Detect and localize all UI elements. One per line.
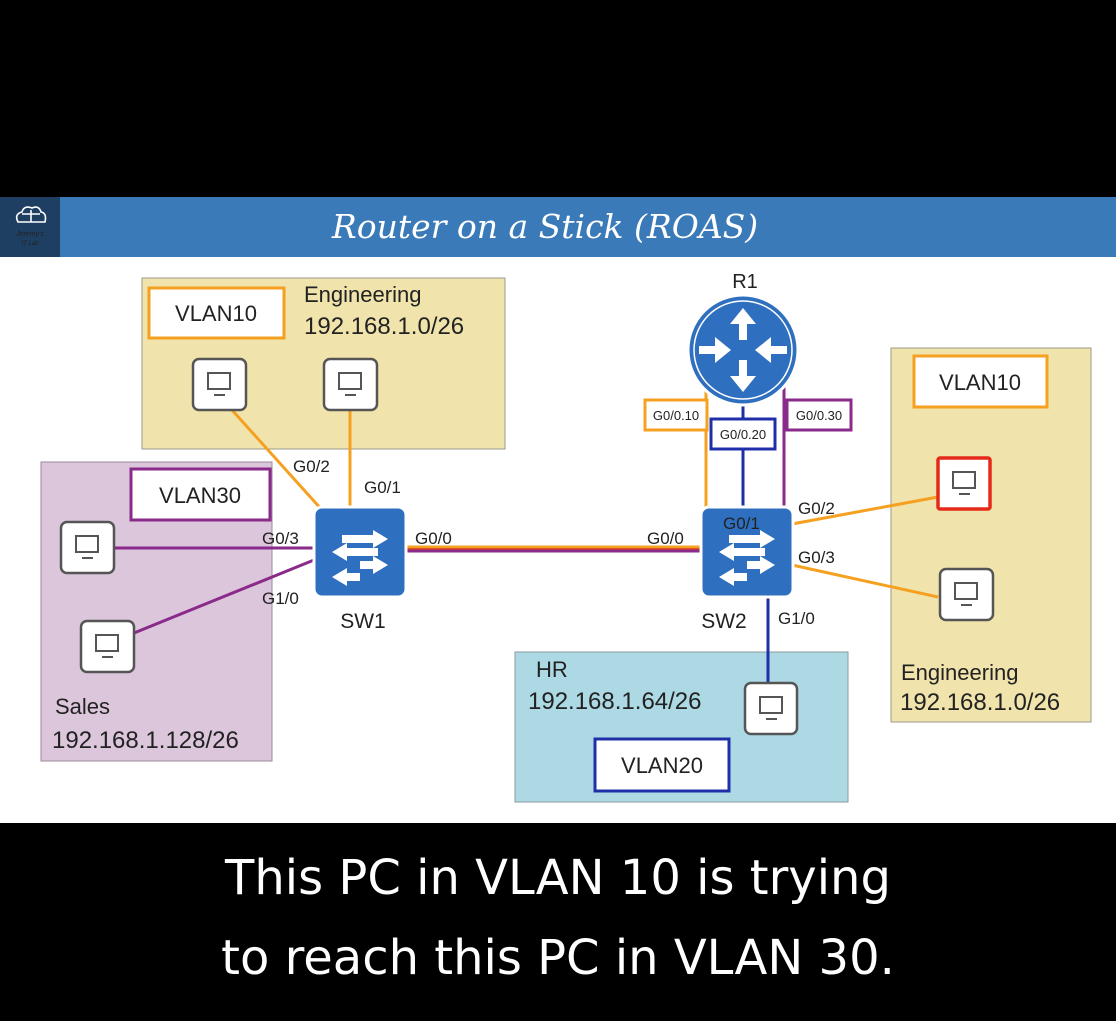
vlan10-label-right: VLAN10	[939, 370, 1021, 395]
pc-hr[interactable]	[743, 681, 799, 736]
router-r1[interactable]	[686, 293, 800, 407]
router-icon	[686, 293, 800, 407]
pc-eng-left-2[interactable]	[322, 357, 379, 412]
port-sw1-g10: G1/0	[262, 589, 299, 608]
pc-eng-right-1-highlighted[interactable]	[936, 456, 992, 511]
sales-subnet: 192.168.1.128/26	[52, 727, 239, 754]
port-sw2-g10: G1/0	[778, 609, 815, 628]
links	[113, 382, 939, 684]
vlan20-label: VLAN20	[621, 753, 703, 778]
pc-icon	[79, 619, 136, 674]
sales-name: Sales	[55, 694, 110, 719]
logo-line2: IT Lab	[21, 241, 39, 247]
subif-vlan10-box	[643, 398, 709, 432]
port-sw1-g02: G0/2	[293, 457, 330, 476]
port-sw2-g03: G0/3	[798, 548, 835, 567]
r1-label: R1	[732, 271, 758, 293]
subif-vlan30-label: G0/0.30	[796, 408, 842, 423]
pc-sales-2[interactable]	[79, 619, 136, 674]
vlan30-box	[129, 467, 272, 522]
subif-vlan20-label: G0/0.20	[720, 427, 766, 442]
slide-title: Router on a Stick (ROAS)	[331, 207, 758, 246]
eng-right-name: Engineering	[901, 660, 1018, 685]
logo-box	[0, 197, 60, 257]
link-eng-pc1-sw1	[230, 408, 324, 512]
pc-sales-1[interactable]	[59, 520, 116, 575]
pc-icon	[191, 357, 248, 412]
eng-left-name: Engineering	[304, 282, 421, 307]
cloud-network-icon	[15, 206, 47, 223]
link-sw2-eng-pc2	[791, 563, 939, 599]
caption-line2: to reach this PC in VLAN 30.	[221, 930, 895, 986]
port-sw1-g00: G0/0	[415, 529, 452, 548]
logo-line1: Jeremy's	[15, 231, 44, 238]
hr-name: HR	[536, 657, 568, 682]
pc-eng-right-2[interactable]	[938, 567, 995, 622]
vlan30-label: VLAN30	[159, 483, 241, 508]
link-sales-pc2-sw1	[133, 558, 315, 635]
sw1-label: SW1	[340, 610, 386, 633]
subif-vlan30-box	[785, 398, 853, 432]
eng-right-subnet: 192.168.1.0/26	[900, 689, 1060, 716]
subif-vlan20-box	[709, 417, 777, 451]
pc-icon	[59, 520, 116, 575]
vlan20-box	[593, 737, 731, 793]
port-sw1-g03: G0/3	[262, 529, 299, 548]
pc-icon	[936, 456, 992, 511]
switch-sw1[interactable]	[312, 505, 408, 599]
hr-subnet: 192.168.1.64/26	[528, 688, 702, 715]
pc-eng-left-1[interactable]	[191, 357, 248, 412]
engineering-zone-right	[890, 347, 1092, 723]
port-sw2-g01: G0/1	[723, 514, 760, 533]
caption-line1: This PC in VLAN 10 is trying	[224, 850, 891, 906]
pc-icon	[743, 681, 799, 736]
sw2-label: SW2	[701, 610, 747, 633]
eng-left-subnet: 192.168.1.0/26	[304, 313, 464, 340]
port-sw1-g01: G0/1	[364, 478, 401, 497]
vlan10-label-left: VLAN10	[175, 301, 257, 326]
vlan10-box-right	[912, 354, 1049, 409]
vlan10-box-left	[147, 286, 286, 340]
pc-icon	[322, 357, 379, 412]
link-sw2-eng-pc1	[791, 495, 939, 526]
router-arrows-icon	[699, 308, 787, 392]
port-sw2-g02: G0/2	[798, 499, 835, 518]
port-sw2-g00: G0/0	[647, 529, 684, 548]
switch-sw2[interactable]	[699, 505, 795, 599]
pc-icon	[938, 567, 995, 622]
subif-vlan10-label: G0/0.10	[653, 408, 699, 423]
title-bar	[0, 197, 1116, 257]
